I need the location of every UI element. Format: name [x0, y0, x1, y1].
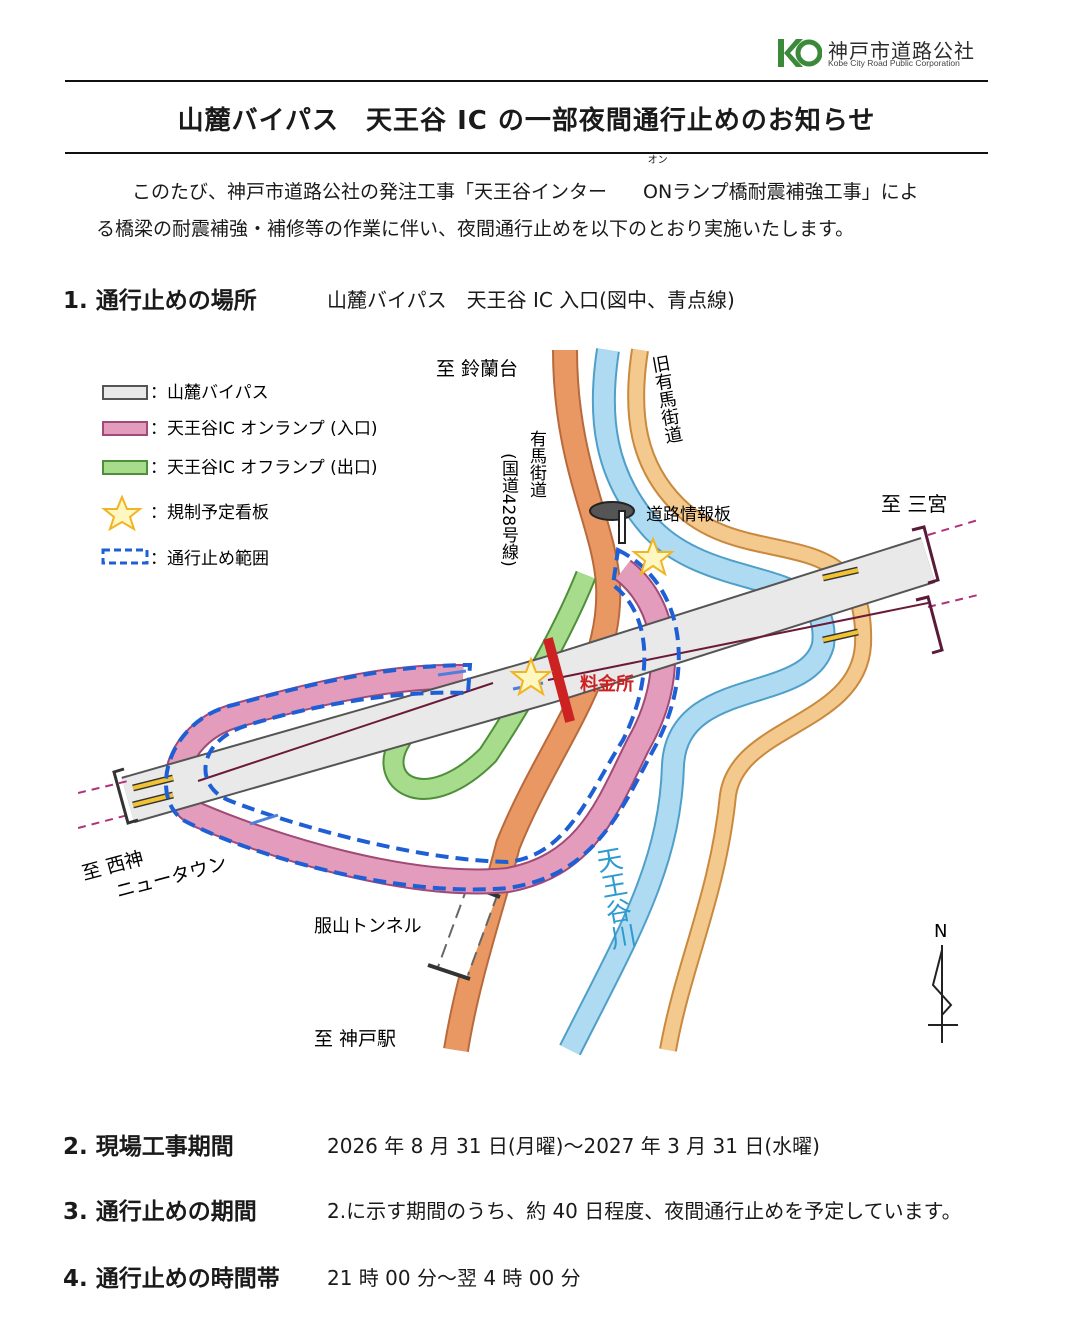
- title-rule: [65, 152, 988, 154]
- label-national-route: (国道428号線): [498, 453, 519, 567]
- section-3-value: 2.に示す期間のうち、約 40 日程度、夜間通行止めを予定しています。: [327, 1199, 962, 1223]
- section-4-value: 21 時 00 分～翌 4 時 00 分: [327, 1266, 581, 1290]
- svg-text:N: N: [934, 921, 947, 942]
- label-to-suzurandai: 至 鈴蘭台: [436, 358, 518, 380]
- label-old-arima: 旧有馬街道: [648, 353, 684, 445]
- legend-label: ：天王谷IC オフランプ (出口): [150, 458, 377, 478]
- intro-line-2: る橋梁の耐震補強・補修等の作業に伴い、夜間通行止めを以下のとおり実施いたします。: [96, 218, 855, 240]
- old-arima-road: [627, 348, 873, 1052]
- tennoudani-river: [559, 348, 836, 1056]
- label-to-sannomiya: 至 三宮: [881, 492, 947, 516]
- road-info-board-icon: [589, 501, 635, 544]
- sanroku-bypass: [78, 519, 978, 829]
- label-arima-kaido: 有馬街道: [526, 430, 547, 498]
- section-2-value: 2026 年 8 月 31 日(月曜)～2027 年 3 月 31 日(水曜): [327, 1134, 820, 1158]
- north-arrow-icon: N: [928, 921, 958, 1043]
- toll-booth: 料金所: [543, 637, 634, 723]
- blue-dashed-swatch: [101, 548, 149, 565]
- on-ramp: [164, 559, 676, 895]
- star-icon: [509, 656, 553, 697]
- pink-ramp-swatch: [102, 421, 148, 436]
- closure-map: 料金所 道路情報板 ：山麓バイパス ：天王谷IC オンランプ (入口) ：天王谷…: [78, 348, 978, 1056]
- green-ramp-swatch: [102, 460, 148, 475]
- section-3-heading: 3. 通行止めの期間: [63, 1199, 257, 1225]
- label-fukuyama-tunnel: 服山トンネル: [314, 916, 422, 937]
- section-4-heading: 4. 通行止めの時間帯: [63, 1266, 280, 1292]
- legend-label: ：規制予定看板: [150, 503, 269, 523]
- top-rule: [65, 80, 988, 82]
- logo-name: 神戸市道路公社: [828, 39, 975, 63]
- legend-label: ：天王谷IC オンランプ (入口): [150, 419, 377, 439]
- kobe-road-logo-icon: [778, 39, 822, 67]
- section-1-value: 山麓バイパス 天王谷 IC 入口(図中、青点線): [327, 288, 735, 312]
- page-title: 山麓バイパス 天王谷 IC の一部夜間通行止めのお知らせ: [177, 106, 876, 136]
- road-info-board-label: 道路情報板: [646, 505, 731, 525]
- section-1-heading: 1. 通行止めの場所: [63, 288, 257, 314]
- legend-label: ：山麓バイパス: [150, 383, 269, 403]
- toll-booth-label: 料金所: [580, 673, 634, 695]
- logo-subtitle: Kobe City Road Public Corporation: [828, 58, 960, 68]
- logo: 神戸市道路公社 Kobe City Road Public Corporatio…: [776, 36, 986, 70]
- section-2-heading: 2. 現場工事期間: [63, 1134, 234, 1160]
- gray-road-swatch: [102, 385, 148, 400]
- map-legend: ：山麓バイパス ：天王谷IC オンランプ (入口) ：天王谷IC オフランプ (…: [101, 383, 377, 569]
- star-icon: [101, 494, 143, 532]
- star-icon: [631, 536, 675, 577]
- label-to-kobe-station: 至 神戸駅: [314, 1028, 396, 1050]
- legend-label: ：通行止め範囲: [150, 549, 269, 569]
